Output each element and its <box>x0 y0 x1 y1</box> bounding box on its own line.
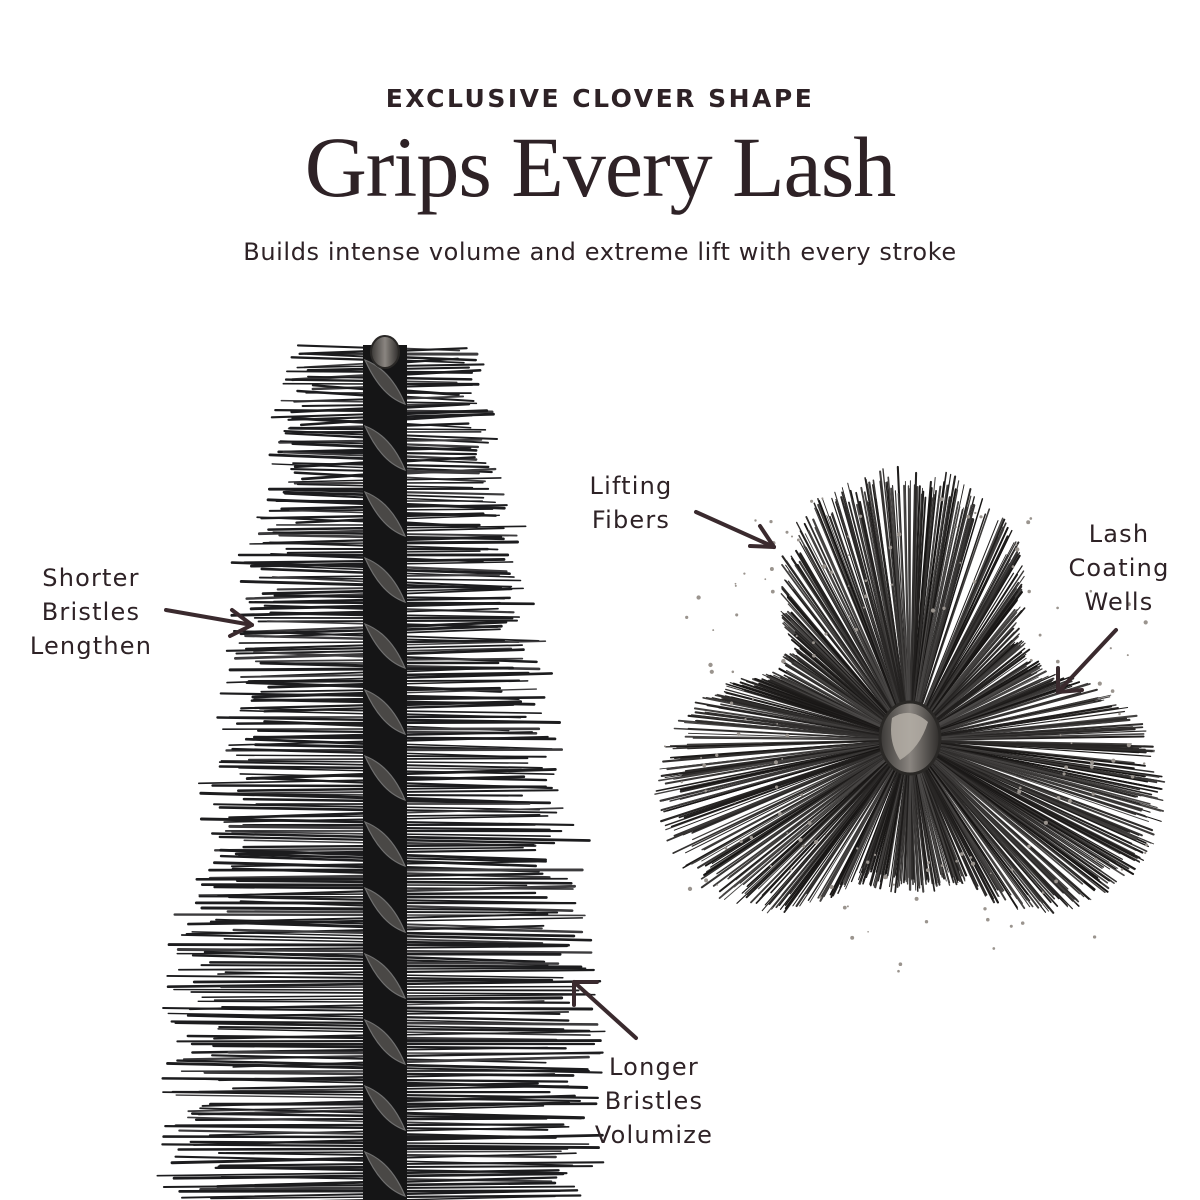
mascara-brush-side-icon <box>156 335 606 1200</box>
callout-line: Bristles <box>41 598 141 626</box>
callout-line: Lash <box>1088 520 1150 548</box>
callout-line: Bristles <box>604 1087 704 1115</box>
callout-line: Fibers <box>591 506 671 534</box>
arrow-shorter-bristles-icon <box>164 608 254 638</box>
arrow-lash-coating-wells-icon <box>1056 628 1118 694</box>
callout-line: Volumize <box>594 1121 714 1149</box>
subtitle: Builds intense volume and extreme lift w… <box>243 238 957 266</box>
brush-core-end-icon <box>878 700 942 776</box>
arrow-lifting-fibers-icon <box>694 510 776 549</box>
callout-lifting-fibers: Lifting Fibers <box>566 469 696 537</box>
callout-longer-bristles: Longer Bristles Volumize <box>576 1050 732 1152</box>
callout-line: Shorter <box>42 564 140 592</box>
callout-line: Coating <box>1068 554 1170 582</box>
page-title: Grips Every Lash <box>304 119 897 215</box>
callout-line: Wells <box>1084 588 1154 616</box>
callout-shorter-bristles: Shorter Bristles Lengthen <box>10 561 172 663</box>
clover-brush-cross-section-icon <box>654 465 1166 973</box>
callout-lash-coating-wells: Lash Coating Wells <box>1046 517 1192 619</box>
callout-line: Lifting <box>589 472 673 500</box>
arrow-longer-bristles-icon <box>572 980 638 1040</box>
callout-line: Lengthen <box>29 632 153 660</box>
eyebrow-heading: EXCLUSIVE CLOVER SHAPE <box>385 84 815 113</box>
callout-line: Longer <box>609 1053 699 1081</box>
